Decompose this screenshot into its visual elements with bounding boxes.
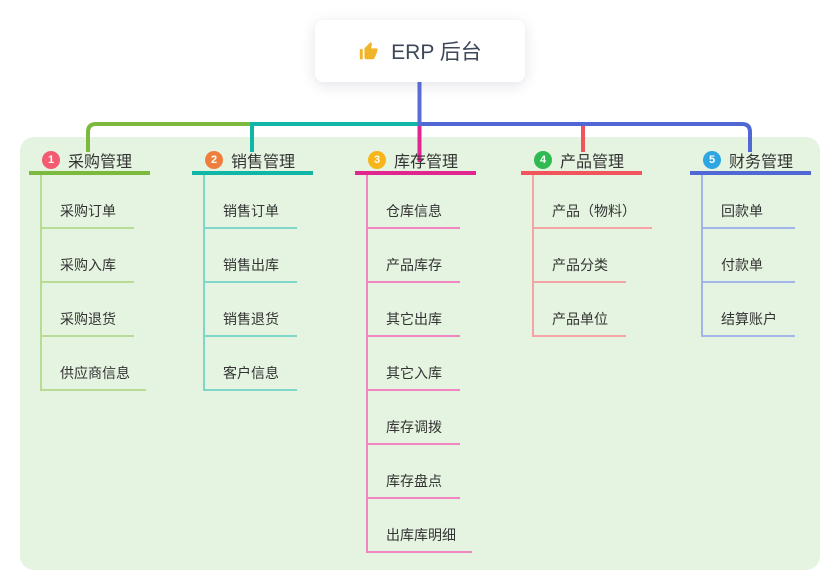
branch: 5 财务管理 回款单付款单结算账户: [690, 148, 811, 337]
branch-number-badge: 5: [703, 150, 721, 169]
item-label: 采购退货: [60, 311, 116, 327]
branch-items: 销售订单销售出库销售退货客户信息: [203, 175, 297, 391]
item-label: 产品单位: [552, 311, 608, 327]
mindmap-node-item[interactable]: 销售出库: [205, 229, 297, 283]
branch-number-badge: 2: [205, 150, 223, 169]
mindmap-node-item[interactable]: 产品单位: [534, 283, 626, 337]
item-label: 结算账户: [721, 311, 777, 327]
branch-title: 产品管理: [560, 153, 625, 171]
root-node[interactable]: ERP 后台: [315, 20, 525, 82]
mindmap-node-item[interactable]: 库存调拨: [368, 391, 460, 445]
root-label: ERP 后台: [391, 41, 482, 64]
mindmap-node-item[interactable]: 产品库存: [368, 229, 460, 283]
item-label: 产品库存: [386, 257, 442, 273]
mindmap-node-item[interactable]: 其它入库: [368, 337, 460, 391]
item-label: 回款单: [721, 203, 763, 219]
item-label: 供应商信息: [60, 365, 130, 381]
mindmap-node-item[interactable]: 仓库信息: [368, 175, 460, 229]
branch-number-badge: 3: [368, 150, 386, 169]
branch-header-node[interactable]: 3 库存管理: [355, 148, 476, 175]
branch-header-node[interactable]: 1 采购管理: [29, 148, 150, 175]
thumbs-up-icon: [358, 40, 380, 62]
branch-header-node[interactable]: 2 销售管理: [192, 148, 313, 175]
branch-header-node[interactable]: 5 财务管理: [690, 148, 811, 175]
mindmap-node-item[interactable]: 采购订单: [42, 175, 134, 229]
mindmap-node-item[interactable]: 库存盘点: [368, 445, 460, 499]
branch: 2 销售管理 销售订单销售出库销售退货客户信息: [192, 148, 313, 391]
mindmap-node-item[interactable]: 回款单: [703, 175, 795, 229]
branch-header-node[interactable]: 4 产品管理: [521, 148, 642, 175]
mindmap-node-item[interactable]: 采购入库: [42, 229, 134, 283]
mindmap-node-item[interactable]: 销售订单: [205, 175, 297, 229]
branch-items: 采购订单采购入库采购退货供应商信息: [40, 175, 146, 391]
branch-title: 财务管理: [729, 153, 794, 171]
mindmap-node-item[interactable]: 销售退货: [205, 283, 297, 337]
item-label: 库存盘点: [386, 473, 442, 489]
mindmap-node-item[interactable]: 结算账户: [703, 283, 795, 337]
mindmap-node-item[interactable]: 客户信息: [205, 337, 297, 391]
mindmap-node-item[interactable]: 采购退货: [42, 283, 134, 337]
branch: 3 库存管理 仓库信息产品库存其它出库其它入库库存调拨库存盘点出库库明细: [355, 148, 476, 553]
mindmap-node-item[interactable]: 出库库明细: [368, 499, 472, 553]
item-label: 销售出库: [223, 257, 279, 273]
item-label: 产品（物料）: [552, 203, 636, 219]
mindmap-node-item[interactable]: 付款单: [703, 229, 795, 283]
item-label: 客户信息: [223, 365, 279, 381]
branch: 4 产品管理 产品（物料） 产品分类产品单位: [521, 148, 652, 337]
branch: 1 采购管理 采购订单采购入库采购退货供应商信息: [29, 148, 150, 391]
item-label: 仓库信息: [386, 203, 442, 219]
item-label: 采购订单: [60, 203, 116, 219]
branch-number-badge: 4: [534, 150, 552, 169]
item-label: 库存调拨: [386, 419, 442, 435]
branch-title: 采购管理: [68, 153, 133, 171]
branch-items: 产品（物料） 产品分类产品单位: [532, 175, 652, 337]
item-label: 采购入库: [60, 257, 116, 273]
branch-title: 库存管理: [394, 153, 459, 171]
mindmap-node-item[interactable]: 产品（物料）: [534, 175, 652, 229]
item-label: 出库库明细: [386, 527, 456, 543]
mindmap-node-item[interactable]: 其它出库: [368, 283, 460, 337]
item-label: 销售退货: [223, 311, 279, 327]
item-label: 产品分类: [552, 257, 608, 273]
item-label: 销售订单: [223, 203, 279, 219]
mindmap-node-item[interactable]: 供应商信息: [42, 337, 146, 391]
item-label: 付款单: [721, 257, 763, 273]
branch-number-badge: 1: [42, 150, 60, 169]
branch-items: 仓库信息产品库存其它出库其它入库库存调拨库存盘点出库库明细: [366, 175, 472, 553]
item-label: 其它出库: [386, 311, 442, 327]
branch-title: 销售管理: [231, 153, 296, 171]
item-label: 其它入库: [386, 365, 442, 381]
mindmap-node-item[interactable]: 产品分类: [534, 229, 626, 283]
branch-items: 回款单付款单结算账户: [701, 175, 795, 337]
